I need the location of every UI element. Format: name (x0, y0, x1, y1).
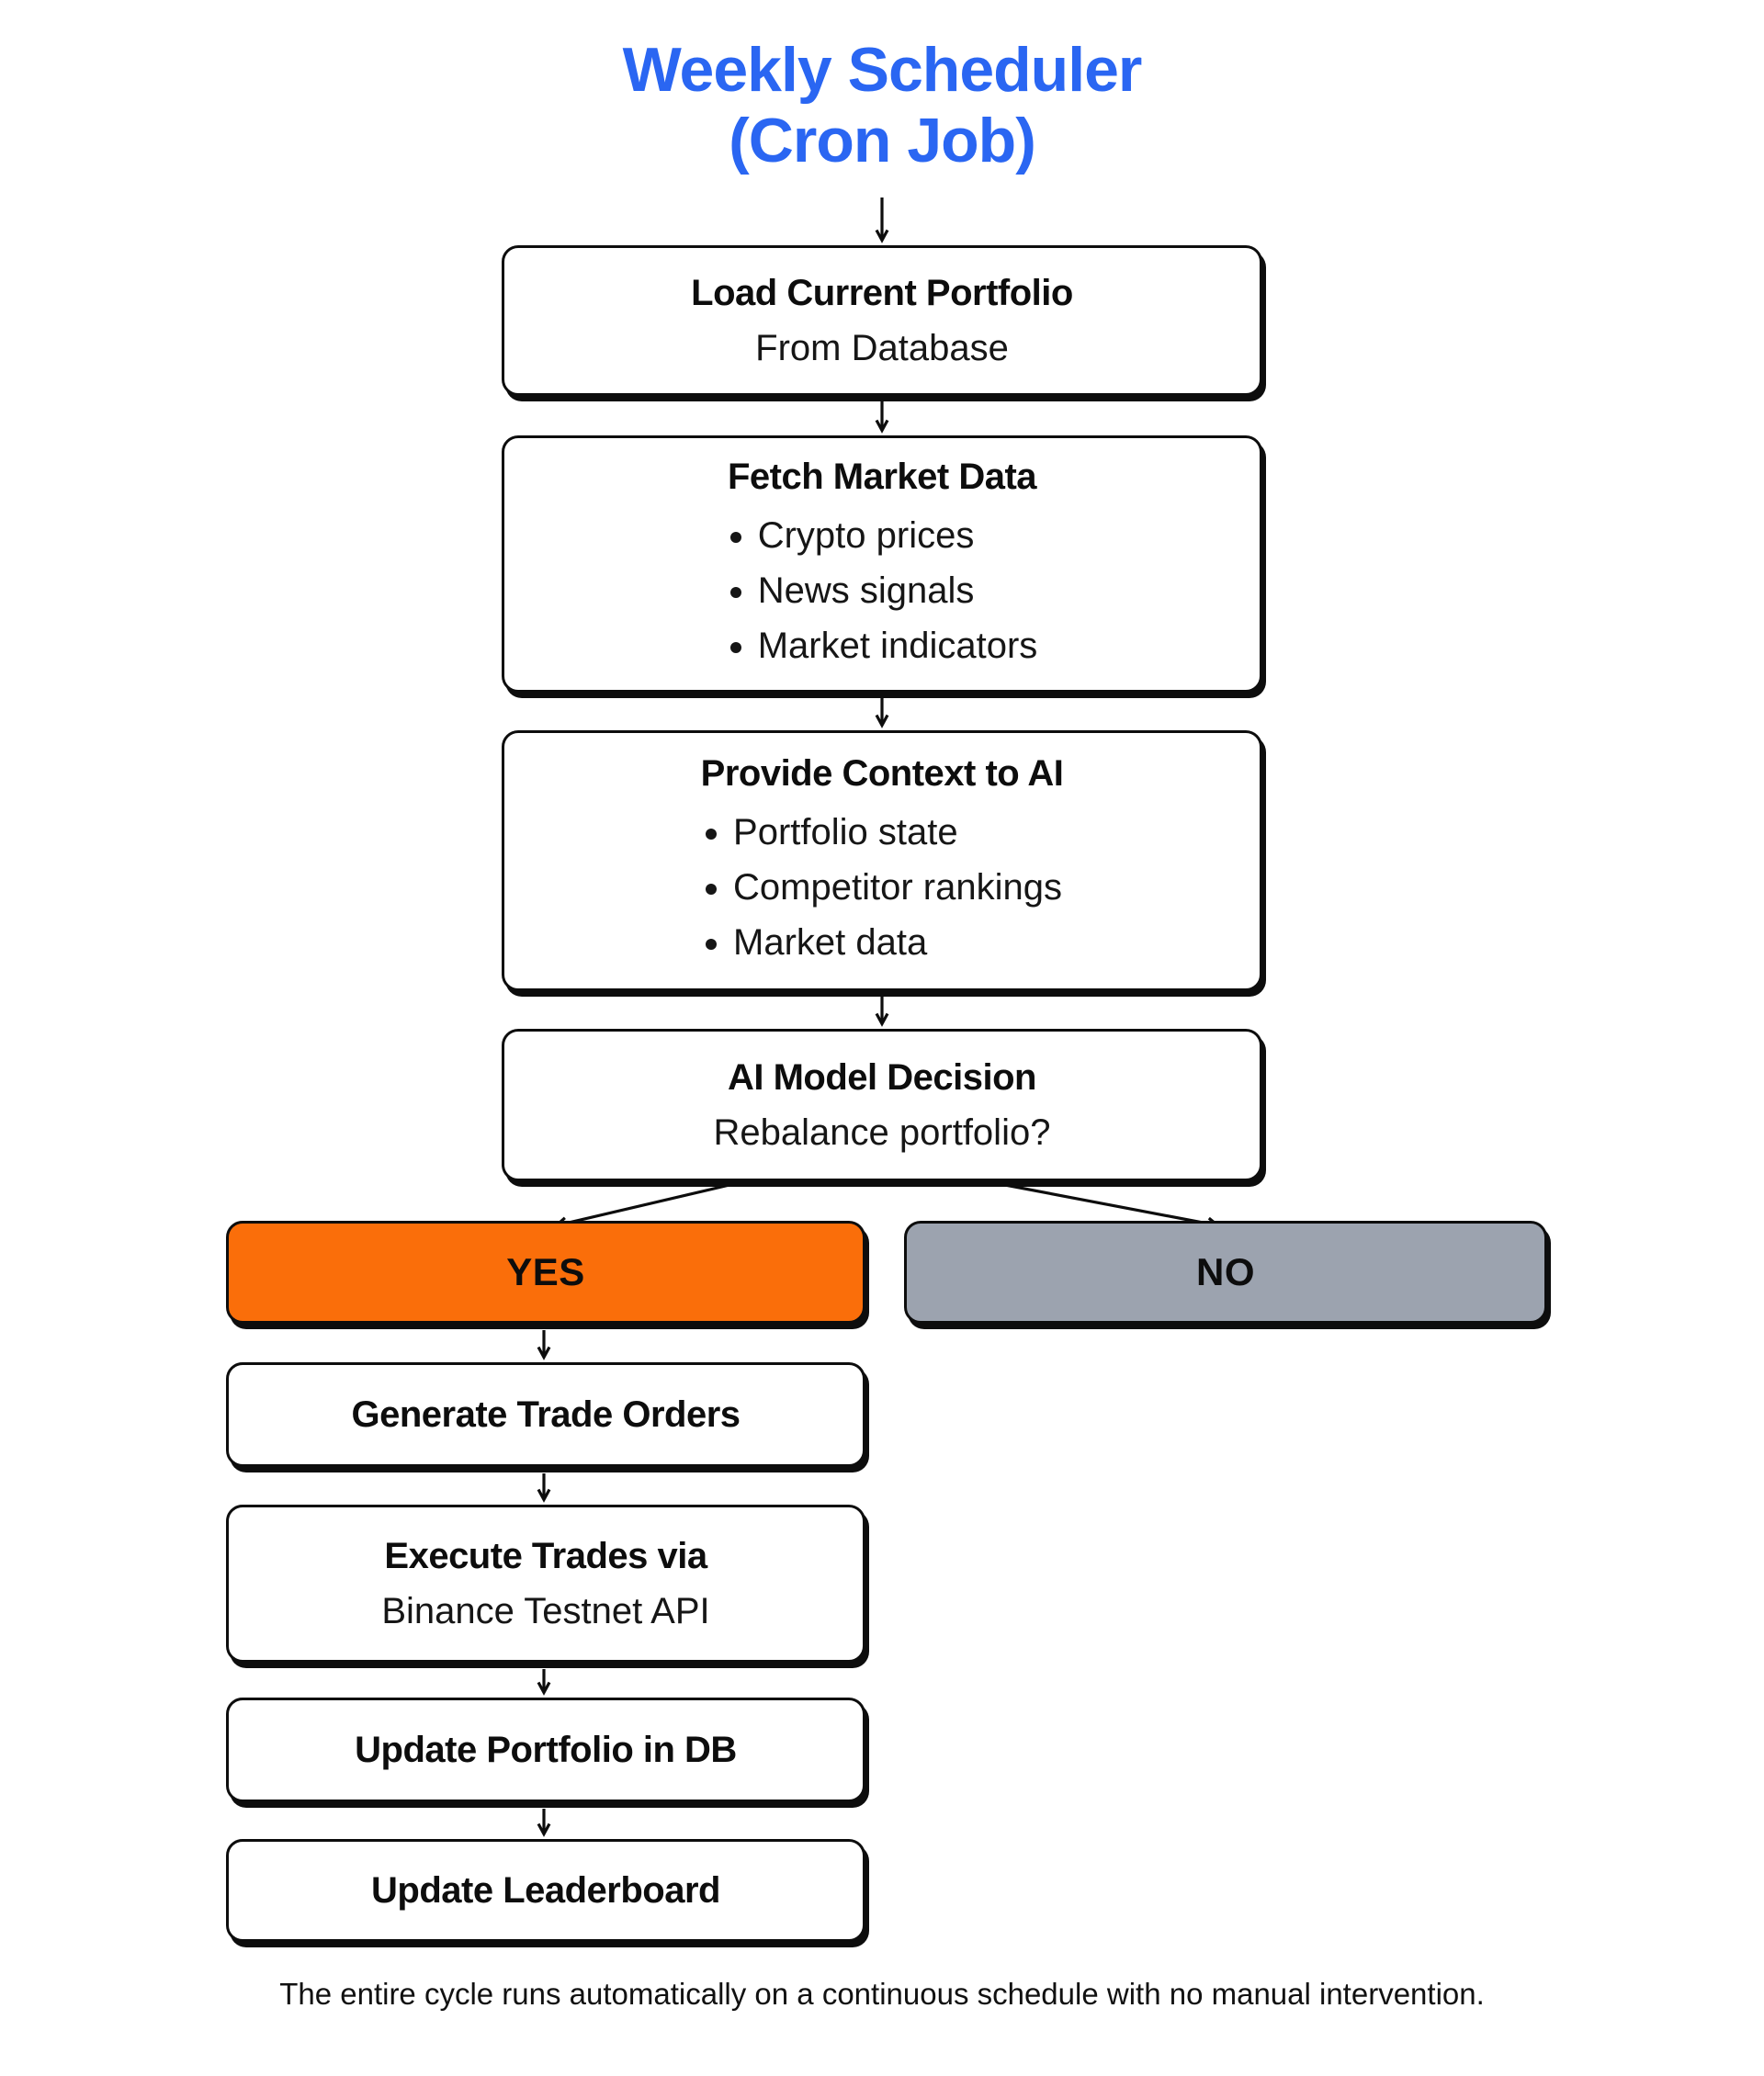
node-title: Execute Trades via (384, 1536, 707, 1576)
node-generate-trade-orders: Generate Trade Orders (226, 1362, 865, 1467)
node-title: Update Leaderboard (371, 1870, 720, 1911)
page-title-line2: (Cron Job) (729, 105, 1036, 175)
node-subtitle: From Database (755, 328, 1009, 368)
bullet-item: News signals (758, 563, 1038, 618)
branch-yes-label: YES (506, 1250, 585, 1293)
branch-no-label: NO (1196, 1250, 1255, 1293)
node-title: Generate Trade Orders (351, 1394, 741, 1435)
node-title: Update Portfolio in DB (355, 1730, 737, 1770)
node-fetch-market-data: Fetch Market Data Crypto prices News sig… (502, 435, 1262, 693)
bullet-item: Crypto prices (758, 508, 1038, 563)
node-title: Load Current Portfolio (691, 273, 1073, 313)
page-title: Weekly Scheduler (Cron Job) (0, 35, 1764, 176)
node-title: Fetch Market Data (727, 457, 1037, 497)
node-load-current-portfolio: Load Current Portfolio From Database (502, 245, 1262, 396)
node-bullet-list: Portfolio state Competitor rankings Mark… (702, 805, 1062, 970)
bullet-item: Competitor rankings (733, 860, 1062, 915)
node-provide-context-to-ai: Provide Context to AI Portfolio state Co… (502, 730, 1262, 991)
bullet-item: Portfolio state (733, 805, 1062, 860)
footer-note: The entire cycle runs automatically on a… (279, 1977, 1485, 2011)
bullet-item: Market indicators (758, 618, 1038, 673)
node-execute-trades: Execute Trades via Binance Testnet API (226, 1505, 865, 1663)
node-subtitle: Rebalance portfolio? (713, 1112, 1051, 1153)
page-title-line1: Weekly Scheduler (622, 35, 1143, 105)
node-update-portfolio-db: Update Portfolio in DB (226, 1698, 865, 1802)
node-title: Provide Context to AI (700, 753, 1064, 794)
branch-yes: YES (226, 1221, 865, 1324)
node-title: AI Model Decision (728, 1057, 1037, 1098)
node-ai-model-decision: AI Model Decision Rebalance portfolio? (502, 1029, 1262, 1181)
node-update-leaderboard: Update Leaderboard (226, 1839, 865, 1942)
arrow-decision-to-yes (553, 1183, 730, 1230)
node-bullet-list: Crypto prices News signals Market indica… (727, 508, 1038, 673)
bullet-item: Market data (733, 915, 1062, 970)
node-subtitle: Binance Testnet API (381, 1591, 710, 1631)
arrow-decision-to-no (1004, 1183, 1221, 1231)
branch-no: NO (904, 1221, 1547, 1324)
